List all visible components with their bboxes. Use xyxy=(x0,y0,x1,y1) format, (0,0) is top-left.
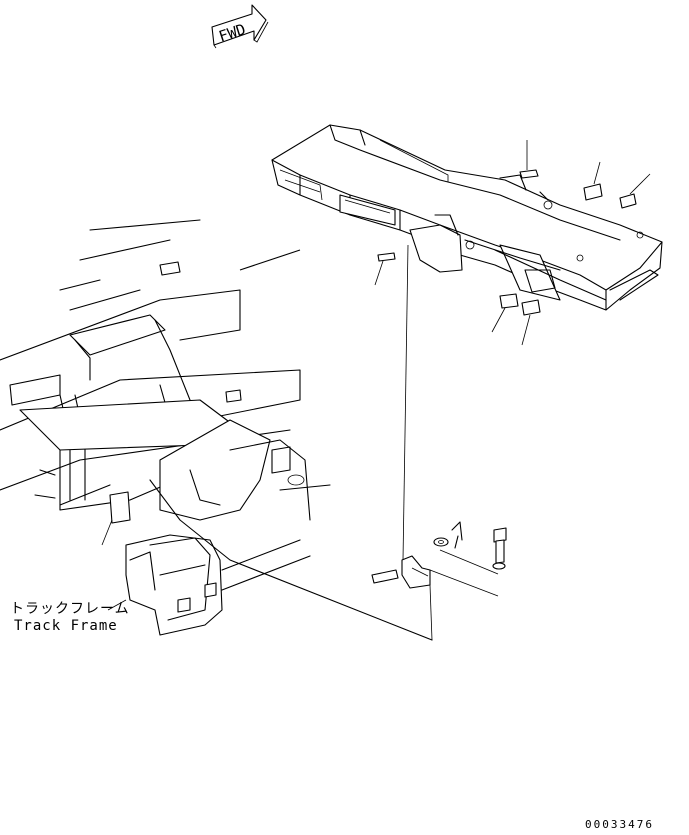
fwd-arrow: FWD xyxy=(211,4,269,49)
track-frame xyxy=(0,219,433,641)
callout-leader xyxy=(107,599,127,611)
boom-assembly xyxy=(271,124,663,311)
decal-labels xyxy=(374,140,651,346)
hardware-parts xyxy=(371,244,507,641)
track-frame-label-en: Track Frame xyxy=(14,618,118,634)
drawing-number: 00033476 xyxy=(585,818,654,831)
track-frame-label-jp: トラックフレーム xyxy=(10,601,130,617)
